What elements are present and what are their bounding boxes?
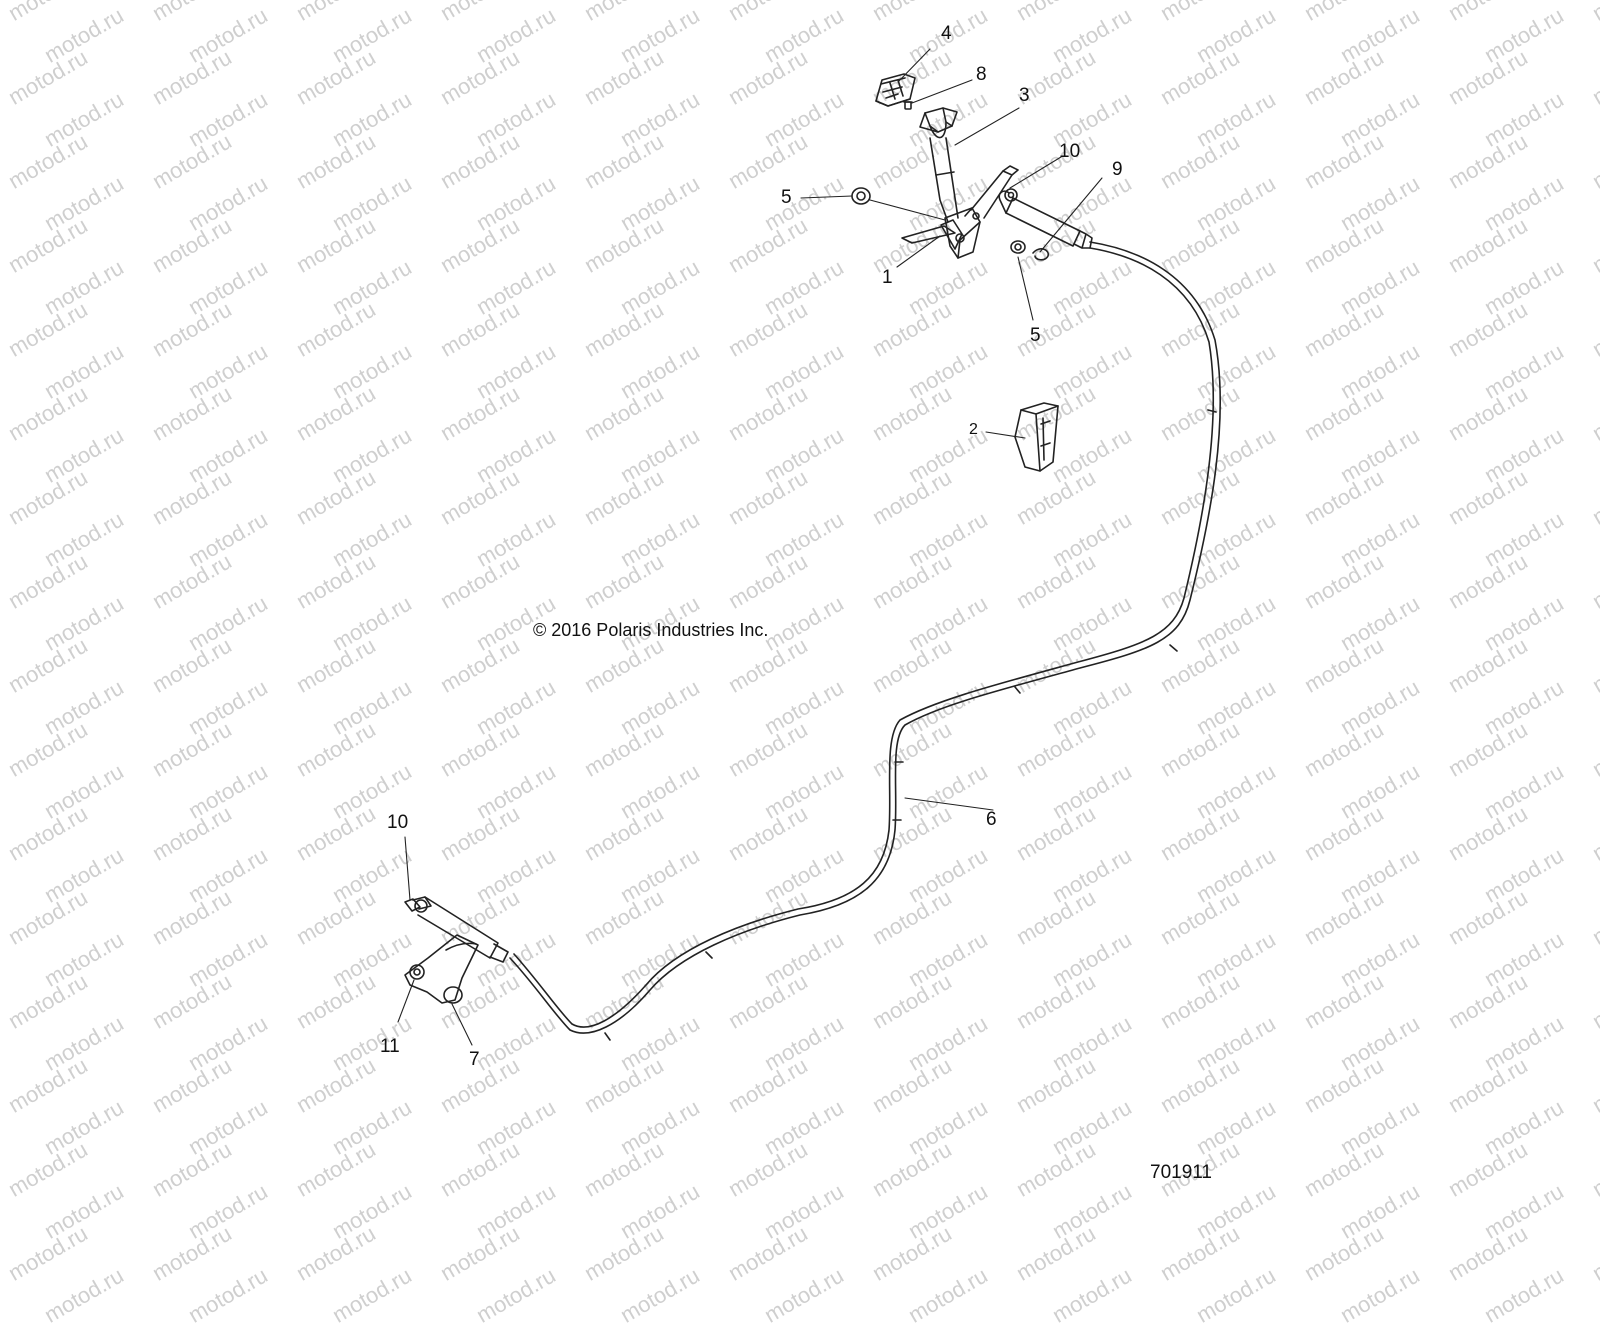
- watermark-text: motod.ru: [436, 1220, 524, 1286]
- watermark-text: motod.ru: [1048, 1262, 1136, 1328]
- callout-6: 6: [986, 809, 997, 830]
- callout-5-right: 5: [1030, 325, 1041, 346]
- watermark-text: motod.ru: [1444, 1220, 1532, 1286]
- bushing-left: [851, 187, 871, 205]
- watermark-text: motod.ru: [1156, 1220, 1244, 1286]
- copyright-notice: © 2016 Polaris Industries Inc.: [533, 620, 769, 640]
- watermark-text: motod.ru: [580, 1220, 668, 1286]
- pedal-pad: [875, 73, 916, 107]
- callout-10-top: 10: [1059, 141, 1081, 162]
- screw: [903, 101, 913, 110]
- watermark-text: motod.ru: [472, 1262, 560, 1328]
- figure-number: 701911: [1150, 1162, 1212, 1183]
- callout-10-bottom: 10: [387, 812, 409, 833]
- callout-5-left: 5: [781, 187, 792, 208]
- cable: [509, 241, 1222, 1041]
- watermark-text: motod.ru: [1588, 1220, 1600, 1286]
- bushing-right: [1010, 240, 1026, 254]
- watermark-text: motod.ru: [40, 1262, 128, 1328]
- watermark-text: motod.ru: [4, 1220, 92, 1286]
- watermark-text: motod.ru: [760, 1262, 848, 1328]
- callout-2: 2: [969, 421, 978, 438]
- watermark-text: motod.ru: [292, 1220, 380, 1286]
- diagram-drawing: [397, 48, 1222, 1046]
- watermark-text: motod.ru: [616, 1262, 704, 1328]
- brake-pad: [1014, 402, 1059, 472]
- watermark-text: motod.ru: [868, 1220, 956, 1286]
- callout-9: 9: [1112, 159, 1123, 180]
- pedal-assembly: [901, 165, 1019, 259]
- watermark-text: motod.ru: [328, 1262, 416, 1328]
- pedal-arm: [919, 107, 959, 223]
- watermark-text: motod.ru: [724, 1220, 812, 1286]
- callout-1: 1: [882, 267, 893, 288]
- callout-7: 7: [469, 1049, 480, 1070]
- watermark-text: motod.ru: [184, 1262, 272, 1328]
- callout-11: 11: [380, 1036, 400, 1057]
- watermark-text: motod.ru: [1480, 1262, 1568, 1328]
- callout-3: 3: [1019, 85, 1030, 106]
- clip: [1032, 248, 1050, 261]
- watermark-text: motod.ru: [1336, 1262, 1424, 1328]
- leader-lines: [397, 48, 1103, 1046]
- watermark-text: motod.ru: [1012, 1220, 1100, 1286]
- master-cylinder-bottom: [404, 896, 509, 1004]
- callout-4: 4: [941, 23, 952, 44]
- master-cylinder-top: [998, 188, 1093, 249]
- watermark-text: motod.ru: [1300, 1220, 1388, 1286]
- callout-8: 8: [976, 64, 987, 85]
- watermark-text: motod.ru: [148, 1220, 236, 1286]
- watermark-text: motod.ru: [1192, 1262, 1280, 1328]
- watermark-text: motod.ru: [904, 1262, 992, 1328]
